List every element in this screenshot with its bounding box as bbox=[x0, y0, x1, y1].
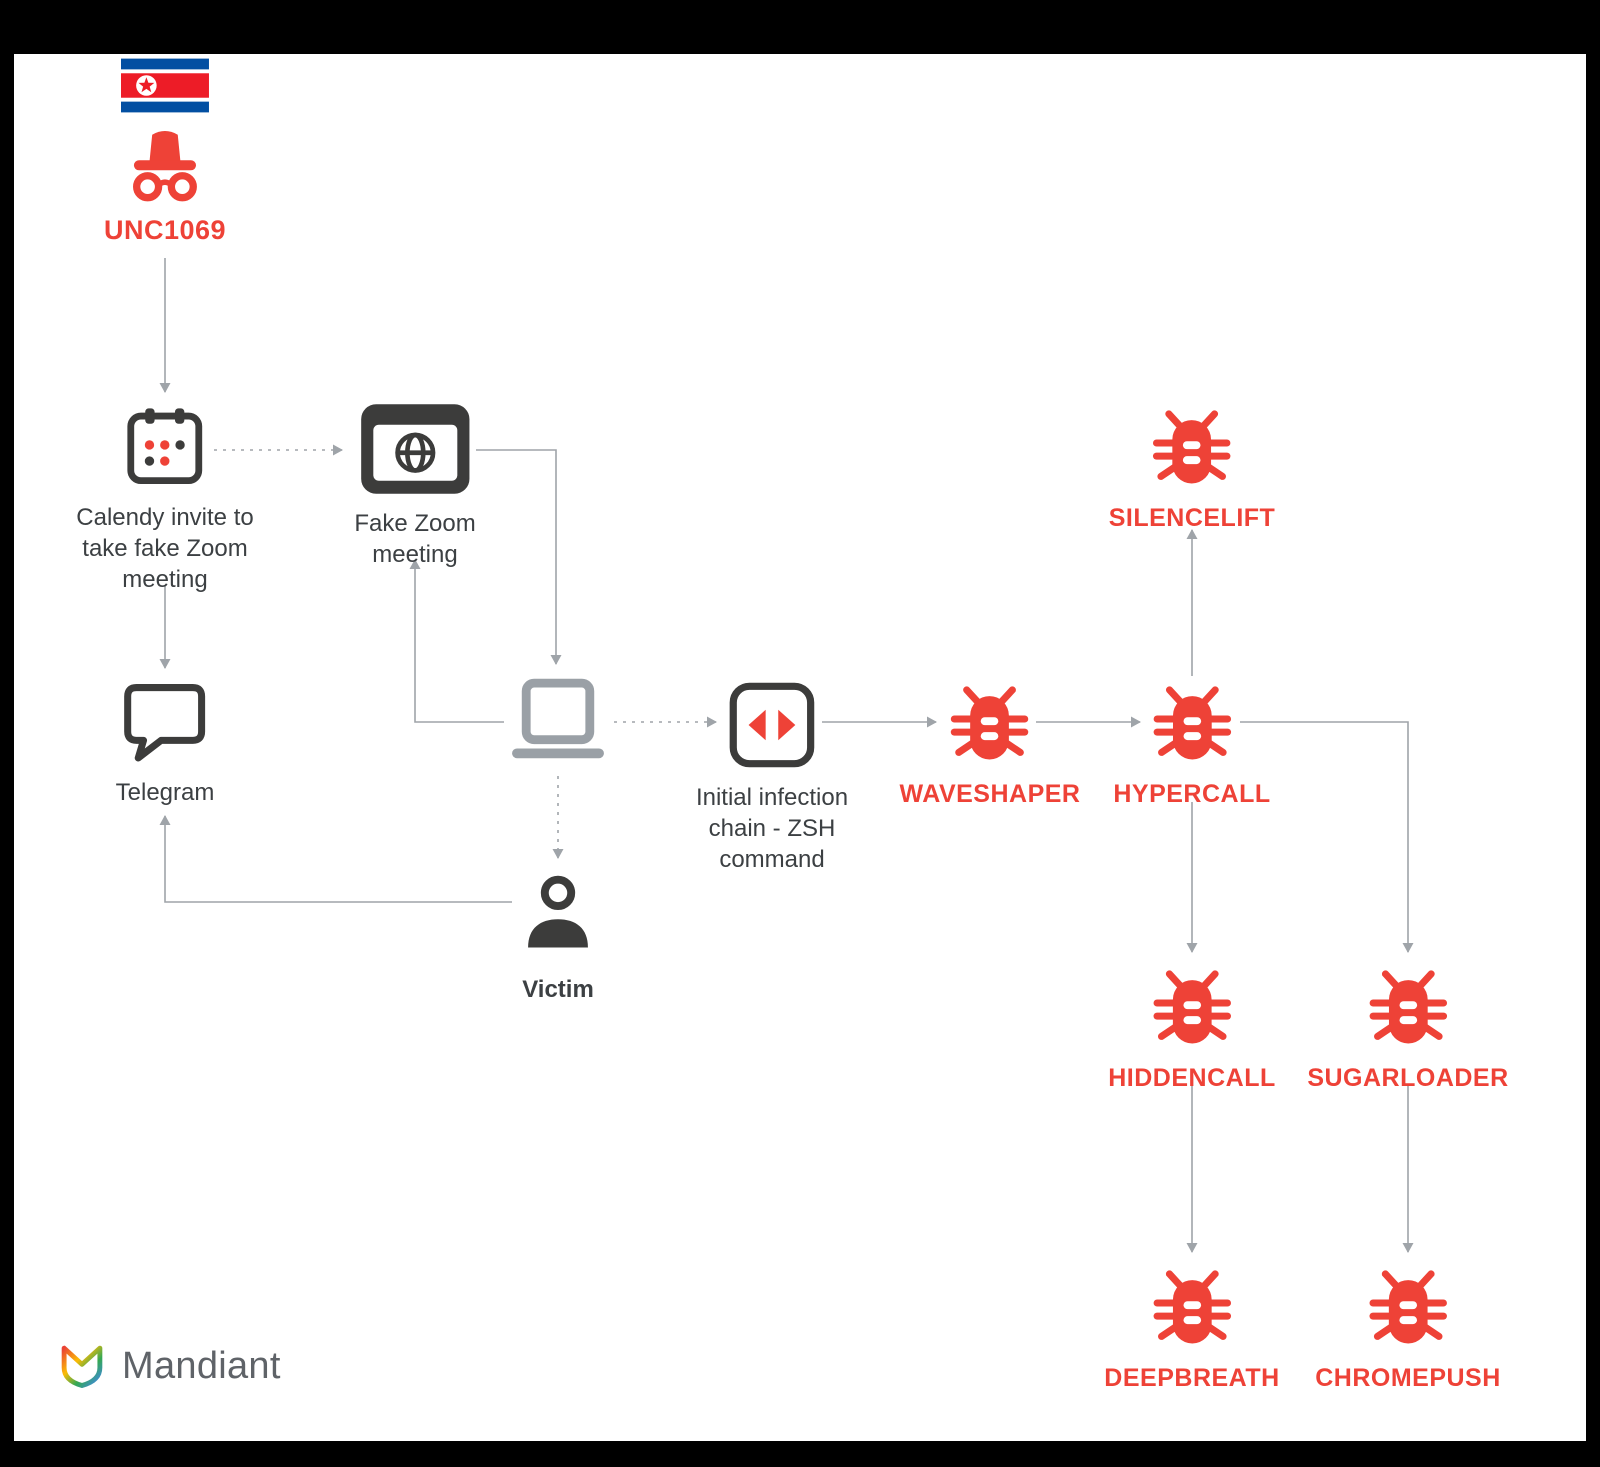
node-waveshaper: WAVESHAPER bbox=[900, 682, 1081, 811]
person-icon bbox=[528, 875, 588, 948]
spy-incognito-icon bbox=[133, 131, 197, 202]
node-calendly-invite: Calendy invite to take fake Zoom meeting bbox=[76, 405, 254, 596]
node-fake-zoom: Fake Zoom meeting bbox=[354, 402, 476, 570]
node-sugarloader: SUGARLOADER bbox=[1307, 966, 1508, 1095]
calendar-icon bbox=[127, 408, 203, 485]
infection-chain-label: Initial infection chain - ZSH command bbox=[695, 784, 849, 874]
bug-icon bbox=[1148, 1266, 1236, 1354]
hypercall-label: HYPERCALL bbox=[1113, 780, 1271, 808]
victim-label: Victim bbox=[522, 976, 594, 1003]
node-silencelift: SILENCELIFT bbox=[1109, 406, 1276, 535]
node-infection-chain: Initial infection chain - ZSH command bbox=[696, 680, 848, 876]
hiddencall-label: HIDDENCALL bbox=[1108, 1064, 1276, 1092]
laptop-icon bbox=[512, 678, 604, 759]
bug-icon bbox=[946, 682, 1034, 770]
mandiant-wordmark: Mandiant bbox=[122, 1344, 281, 1387]
node-hiddencall: HIDDENCALL bbox=[1108, 966, 1276, 1095]
chromepush-label: CHROMEPUSH bbox=[1315, 1364, 1501, 1392]
chat-bubble-icon bbox=[124, 684, 206, 762]
browser-globe-icon bbox=[360, 404, 470, 494]
bug-icon bbox=[1148, 966, 1236, 1054]
silencelift-label: SILENCELIFT bbox=[1108, 504, 1276, 532]
mandiant-brand: Mandiant bbox=[56, 1340, 281, 1392]
calendly-invite-label: Calendy invite to take fake Zoom meeting bbox=[76, 504, 254, 594]
sugarloader-label: SUGARLOADER bbox=[1307, 1064, 1509, 1092]
node-deepbreath: DEEPBREATH bbox=[1104, 1266, 1279, 1395]
bug-icon bbox=[1148, 406, 1236, 494]
deepbreath-label: DEEPBREATH bbox=[1104, 1364, 1280, 1392]
node-threat-actor: UNC1069 bbox=[104, 58, 226, 246]
code-icon bbox=[729, 682, 815, 768]
bug-icon bbox=[1364, 1266, 1452, 1354]
node-telegram: Telegram bbox=[115, 677, 215, 808]
bug-icon bbox=[1148, 682, 1236, 770]
north-korea-flag-icon bbox=[121, 58, 209, 113]
node-chromepush: CHROMEPUSH bbox=[1315, 1266, 1501, 1395]
mandiant-logo-icon bbox=[61, 1345, 103, 1388]
bug-icon bbox=[1364, 966, 1452, 1054]
node-hypercall: HYPERCALL bbox=[1113, 682, 1270, 811]
node-victim: Victim bbox=[514, 866, 602, 1005]
waveshaper-label: WAVESHAPER bbox=[899, 780, 1081, 808]
fake-zoom-label: Fake Zoom meeting bbox=[354, 510, 476, 569]
telegram-label: Telegram bbox=[115, 779, 215, 806]
node-victim-laptop bbox=[505, 676, 611, 768]
actor-label: UNC1069 bbox=[103, 215, 227, 245]
